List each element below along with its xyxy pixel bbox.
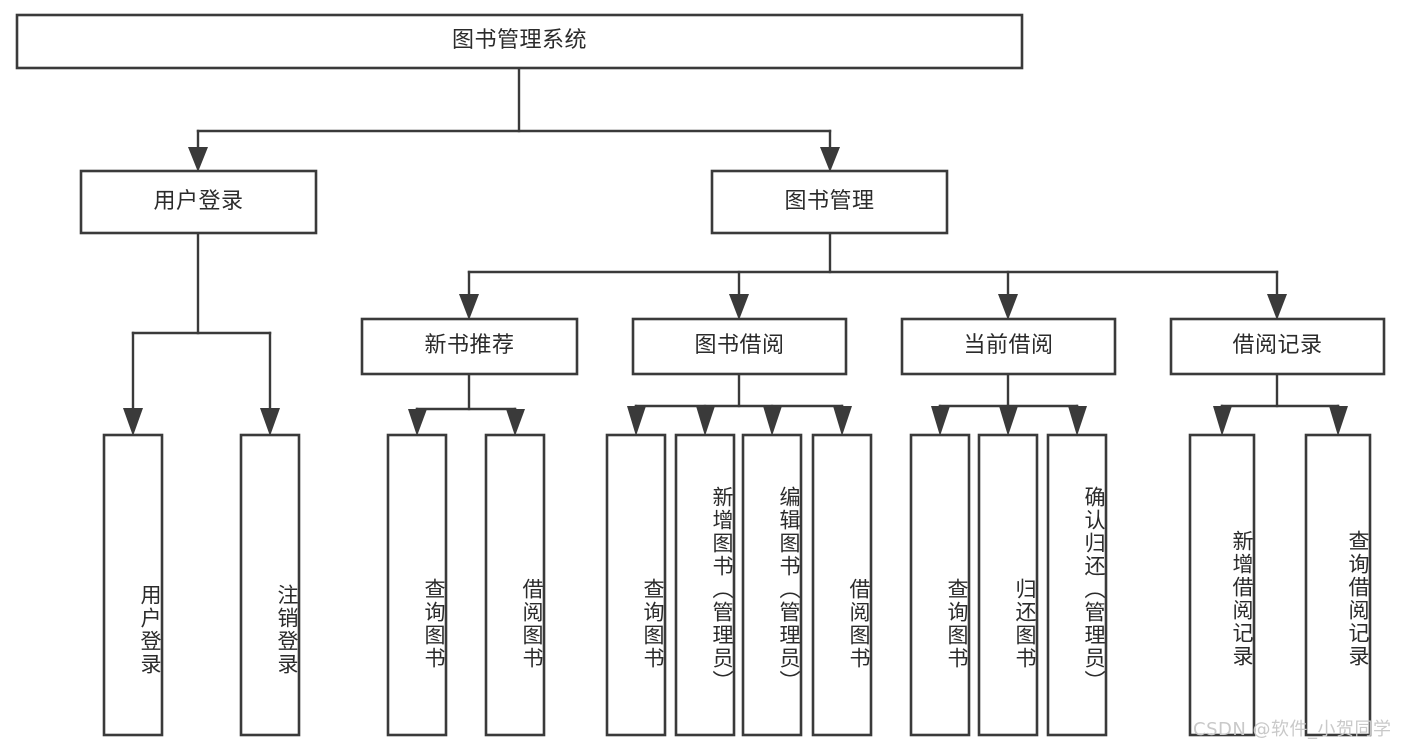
connector-root-to-level2 — [196, 66, 832, 156]
connector-bookborrow-to-leaves — [634, 372, 844, 421]
node-box-leaf-add-book[interactable] — [674, 433, 736, 737]
node-box-leaf-confirm-return[interactable] — [1046, 433, 1108, 737]
node-box-root[interactable] — [15, 13, 1024, 70]
node-box-book-borrow[interactable] — [631, 317, 848, 376]
node-box-leaf-add-borrow-record[interactable] — [1188, 433, 1256, 737]
node-box-borrow-record[interactable] — [1169, 317, 1386, 376]
node-box-current-borrow[interactable] — [900, 317, 1117, 376]
connector-borrowrecord-to-leaves — [1220, 372, 1340, 421]
node-box-leaf-user-login[interactable] — [102, 433, 164, 737]
connector-newbook-to-leaves — [415, 372, 517, 421]
node-box-leaf-query-borrow-record[interactable] — [1304, 433, 1372, 737]
node-box-leaf-query-book-3[interactable] — [909, 433, 971, 737]
node-box-leaf-borrow-book-2[interactable] — [811, 433, 873, 737]
node-box-leaf-query-book-2[interactable] — [605, 433, 667, 737]
node-box-book-management[interactable] — [710, 169, 949, 235]
node-box-leaf-logout[interactable] — [239, 433, 301, 737]
node-box-leaf-edit-book[interactable] — [741, 433, 803, 737]
node-box-leaf-return-book[interactable] — [977, 433, 1039, 737]
arrowheads — [123, 147, 1348, 436]
node-box-user-login[interactable] — [79, 169, 318, 235]
node-box-leaf-query-book-1[interactable] — [386, 433, 448, 737]
connector-userlogin-to-leaves — [131, 231, 272, 420]
node-box-leaf-borrow-book-1[interactable] — [484, 433, 546, 737]
node-box-new-book-recommend[interactable] — [360, 317, 579, 376]
connector-bookmgmt-to-level3 — [467, 231, 1279, 304]
